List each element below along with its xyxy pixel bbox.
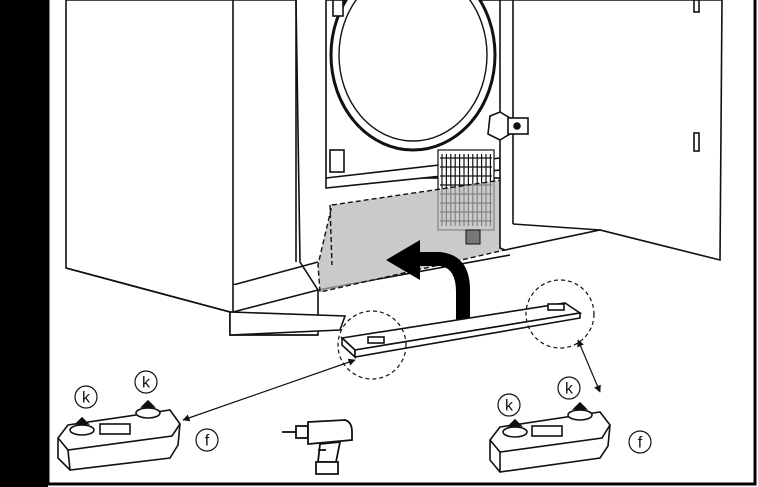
svg-text:f: f xyxy=(205,433,210,450)
appliance xyxy=(325,0,503,189)
svg-text:k: k xyxy=(142,375,151,392)
leader-left xyxy=(182,358,356,422)
callout-k-right-a: k xyxy=(497,393,521,417)
detail-circle-left xyxy=(337,310,407,380)
hinge xyxy=(487,111,511,141)
callout-k-left-a: k xyxy=(74,385,98,409)
curved-arrow-icon xyxy=(386,240,470,326)
left-cabinet xyxy=(65,0,319,336)
frame-border xyxy=(46,0,757,486)
bracket-left xyxy=(57,399,181,471)
detail-circle-right xyxy=(525,279,595,349)
plinth-board xyxy=(340,302,583,359)
callout-f-left: f xyxy=(195,428,219,452)
power-drill-icon xyxy=(282,419,353,475)
leader-right xyxy=(577,339,601,393)
callout-k-left-b: k xyxy=(134,370,158,394)
callout-k-right-b: k xyxy=(557,376,581,400)
frame-left-bar xyxy=(0,0,48,487)
bracket-right xyxy=(489,401,611,473)
svg-text:f: f xyxy=(638,435,643,452)
shaded-plinth-zone xyxy=(317,179,506,293)
svg-text:k: k xyxy=(565,381,574,398)
right-cabinet-door xyxy=(487,0,723,262)
svg-text:k: k xyxy=(82,390,91,407)
svg-text:k: k xyxy=(505,398,514,415)
callout-f-right: f xyxy=(628,430,652,454)
